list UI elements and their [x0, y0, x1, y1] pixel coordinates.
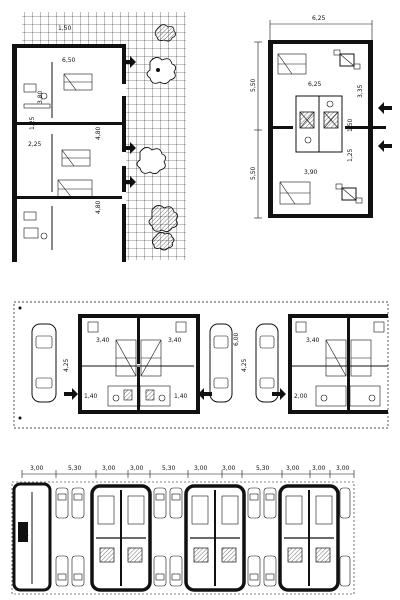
dimension-label: 4,80	[95, 200, 102, 214]
car-icon	[71, 555, 85, 587]
table-chairs-icon	[87, 321, 187, 333]
dimension-label: 4,80	[95, 126, 102, 140]
car-icon	[71, 487, 85, 519]
dimension-label: 1,50	[347, 118, 354, 132]
unit-module	[184, 484, 246, 592]
dimension-label: 2,00	[294, 393, 308, 400]
table-chairs-icon	[295, 321, 385, 333]
dimension-label: 3,35	[357, 84, 364, 98]
car-icon	[153, 487, 167, 519]
arrow-left-icon	[378, 140, 392, 152]
dimension-label: 3,90	[304, 169, 318, 176]
car-icon	[247, 487, 261, 519]
dimension-label: 5,30	[162, 465, 176, 472]
tree-icon	[151, 231, 175, 251]
dimension-label: 3,00	[194, 465, 208, 472]
bed-icon	[57, 179, 93, 199]
dimension-label: 4,25	[241, 358, 248, 372]
plan-d: 3,00 5,30 3,00 3,00 5,30 3,00 3,00 5,30 …	[11, 465, 355, 595]
tree-icon	[136, 147, 167, 175]
car-icon	[153, 555, 167, 587]
dimension-label: 6,25	[308, 81, 322, 88]
tree-icon	[148, 205, 179, 233]
dimension-label: 3,00	[30, 465, 44, 472]
dimension-label: 3,80	[37, 90, 44, 104]
dimension-label: 3,40	[168, 337, 182, 344]
dimension-label: 3,00	[312, 465, 326, 472]
tree-icon	[154, 24, 176, 42]
bed-icon	[115, 339, 137, 377]
bed-icon	[350, 339, 372, 377]
dimension-label: 5,30	[68, 465, 82, 472]
dimension-label: 6,25	[312, 15, 326, 22]
room-block	[22, 46, 126, 262]
dimension-label: 6,50	[62, 57, 76, 64]
dimension-label: 1,25	[347, 148, 354, 162]
plan-a: 6,50 1,50 2,25 3,80 1,25 4,80 4,80	[12, 12, 186, 262]
arrow-right-icon	[122, 142, 136, 154]
bed-icon	[63, 73, 93, 91]
site-boundary	[11, 481, 355, 595]
car-icon	[169, 555, 183, 587]
bathroom-fixtures	[299, 100, 339, 144]
unit-module	[278, 484, 340, 592]
dimension-label: 3,00	[286, 465, 300, 472]
car-icon	[263, 487, 277, 519]
dimension-label: 3,00	[336, 465, 350, 472]
dimension-label: 6,00	[233, 332, 240, 346]
bathroom-fixtures	[315, 385, 381, 407]
dimension-label: 1,40	[174, 393, 188, 400]
dimension-label: 1,50	[58, 25, 72, 32]
dimension-label: 3,00	[222, 465, 236, 472]
arrow-right-icon	[122, 176, 136, 188]
dimension-label: 3,25	[23, 526, 30, 540]
site-boundary	[13, 301, 389, 429]
car-icon	[247, 555, 261, 587]
car-icon	[339, 555, 351, 587]
arrow-left-icon	[198, 388, 212, 400]
car-icon	[263, 555, 277, 587]
dimension-label: 5,50	[250, 78, 257, 92]
dimension-label: 5,30	[256, 465, 270, 472]
tree-icon	[146, 57, 177, 85]
car-icon	[55, 487, 69, 519]
plan-c: 3,40 3,40 4,25 1,40 1,40 4,25 6,00	[13, 301, 389, 429]
bed-icon	[325, 339, 347, 377]
arrow-left-icon	[378, 102, 392, 114]
dimension-label: 3,00	[102, 465, 116, 472]
arrow-right-icon	[122, 56, 136, 68]
car-icon	[255, 323, 279, 403]
car-icon	[209, 323, 233, 403]
plan-b: 6,25 5,50 5,50	[250, 15, 392, 219]
arrow-right-icon	[272, 388, 286, 400]
bed-icon	[140, 339, 162, 377]
dimension-label: 3,40	[96, 337, 110, 344]
dimension-label: 4,25	[63, 358, 70, 372]
bathroom-fixtures	[23, 83, 51, 240]
dimension-label: 1,25	[29, 116, 36, 130]
unit-module	[90, 484, 152, 592]
dimension-label: 5,50	[250, 166, 257, 180]
arrow-right-icon	[64, 388, 78, 400]
bathroom-fixtures	[107, 385, 171, 407]
bed-icon	[279, 181, 311, 205]
dimension-label: 2,25	[28, 141, 42, 148]
car-icon	[55, 555, 69, 587]
bed-icon	[277, 53, 307, 75]
car-icon	[169, 487, 183, 519]
dimension-label: 3,40	[306, 337, 320, 344]
car-icon	[31, 323, 57, 403]
dimension-label: 3,00	[130, 465, 144, 472]
table-chairs-icon	[333, 49, 361, 70]
car-icon	[339, 487, 351, 519]
bed-icon	[61, 149, 91, 167]
dimension-label: 1,40	[84, 393, 98, 400]
table-chairs-icon	[335, 183, 363, 204]
